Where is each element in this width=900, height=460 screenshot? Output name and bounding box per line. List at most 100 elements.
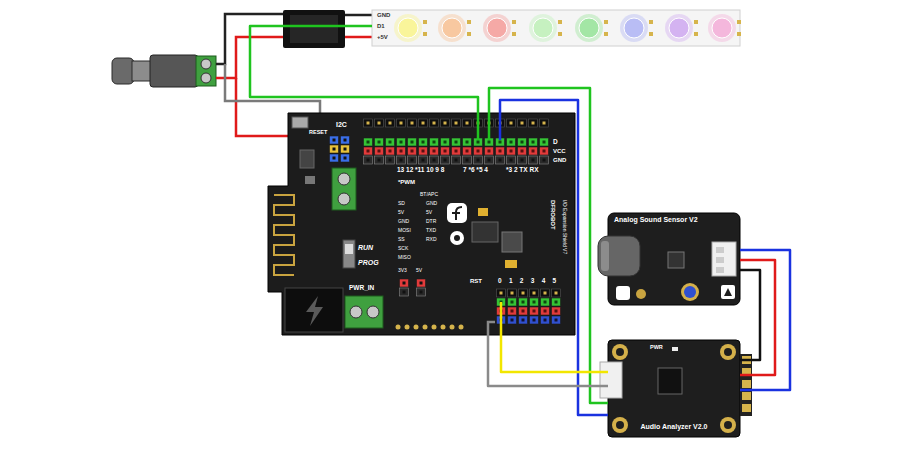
pin-hole — [499, 150, 502, 153]
audio-analyzer-board: PWRAudio Analyzer V2.0 — [608, 340, 740, 437]
pin-header — [740, 354, 752, 416]
dc-jack — [285, 288, 343, 332]
header-pin — [742, 380, 751, 388]
pin-hole — [455, 159, 458, 162]
led-glow — [394, 14, 422, 42]
pin-hole — [378, 150, 381, 153]
connector-slot — [716, 267, 724, 273]
pin-hole — [344, 139, 347, 142]
connector-slot — [716, 257, 724, 263]
header-pin — [419, 147, 428, 155]
chip — [472, 222, 498, 242]
pin-hole — [422, 141, 425, 144]
header-pin — [463, 147, 472, 155]
header-pin — [507, 138, 516, 146]
ground-wire — [345, 14, 372, 17]
mounting-hole — [636, 289, 646, 299]
pin-hole — [400, 122, 403, 125]
pin-hole — [555, 319, 558, 322]
header-pin — [397, 147, 406, 155]
header-pin — [518, 147, 527, 155]
header-pin — [364, 156, 373, 164]
header-pin — [341, 154, 350, 162]
pin-label: GND — [377, 12, 390, 18]
header-pin — [529, 156, 538, 164]
analog-icon — [721, 285, 735, 299]
pin-hole — [433, 159, 436, 162]
led-glow — [665, 14, 693, 42]
header-pin — [518, 156, 527, 164]
header-pin — [452, 156, 461, 164]
brand-label: DFROBOT — [550, 200, 556, 230]
solder-pad — [694, 20, 698, 24]
header-pin — [519, 316, 528, 324]
solder-pad — [423, 325, 428, 330]
microphone-face — [601, 241, 609, 271]
pin-hole — [477, 141, 480, 144]
header-pin — [497, 289, 506, 297]
header-pin — [541, 307, 550, 315]
pin-hole — [444, 159, 447, 162]
header-pin — [386, 147, 395, 155]
header-pin — [452, 119, 461, 127]
microphone — [598, 236, 640, 276]
led — [712, 18, 732, 38]
pin-hole — [511, 319, 514, 322]
pin-hole — [544, 310, 547, 313]
header-pin — [507, 156, 516, 164]
pin-label: RESET — [309, 130, 327, 136]
pin-label: D — [553, 139, 558, 146]
solder-pad — [467, 20, 471, 24]
pin-label: 5V — [398, 210, 404, 215]
pin-label: PWR_IN — [349, 285, 374, 292]
pin-hole — [544, 292, 547, 295]
pin-label: RXD — [426, 237, 437, 242]
pin-hole — [532, 141, 535, 144]
pin-hole — [367, 122, 370, 125]
screw-terminal — [196, 56, 216, 86]
header-pin — [441, 138, 450, 146]
pin-hole — [521, 159, 524, 162]
header-pin — [408, 119, 417, 127]
header-pin — [540, 147, 549, 155]
header-pin — [441, 156, 450, 164]
solder-pad — [604, 20, 608, 24]
pin-hole — [488, 150, 491, 153]
header-pin — [408, 138, 417, 146]
pin-hole — [510, 159, 513, 162]
led — [487, 18, 507, 38]
pin-label: I2C — [336, 121, 347, 128]
header-pin — [530, 307, 539, 315]
pin-hole — [367, 150, 370, 153]
wire-connector — [489, 88, 608, 403]
solder-pad — [558, 20, 562, 24]
pin-label: +5V — [377, 34, 388, 40]
header-pin — [463, 119, 472, 127]
pin-hole — [411, 122, 414, 125]
led-group — [394, 14, 741, 42]
gear-icon — [450, 231, 464, 245]
header-pin — [519, 289, 528, 297]
pin-label: RST — [470, 278, 482, 284]
header-pin — [375, 138, 384, 146]
header-pin — [364, 138, 373, 146]
pin-hole — [422, 159, 425, 162]
chip — [658, 368, 682, 394]
pin-hole — [333, 157, 336, 160]
pin-hole — [400, 141, 403, 144]
pin-hole — [544, 319, 547, 322]
header-pin — [507, 119, 516, 127]
pin-hole — [532, 159, 535, 162]
trim-pot-knob — [684, 286, 696, 298]
header-pin — [419, 138, 428, 146]
pin-hole — [499, 141, 502, 144]
wire-connector — [740, 270, 760, 360]
pin-hole — [378, 122, 381, 125]
pin-label: *3 2 TX RX — [506, 167, 539, 174]
header-pin — [330, 136, 339, 144]
logo-mark — [452, 207, 462, 220]
solder-pad — [423, 32, 427, 36]
chip — [668, 252, 684, 268]
